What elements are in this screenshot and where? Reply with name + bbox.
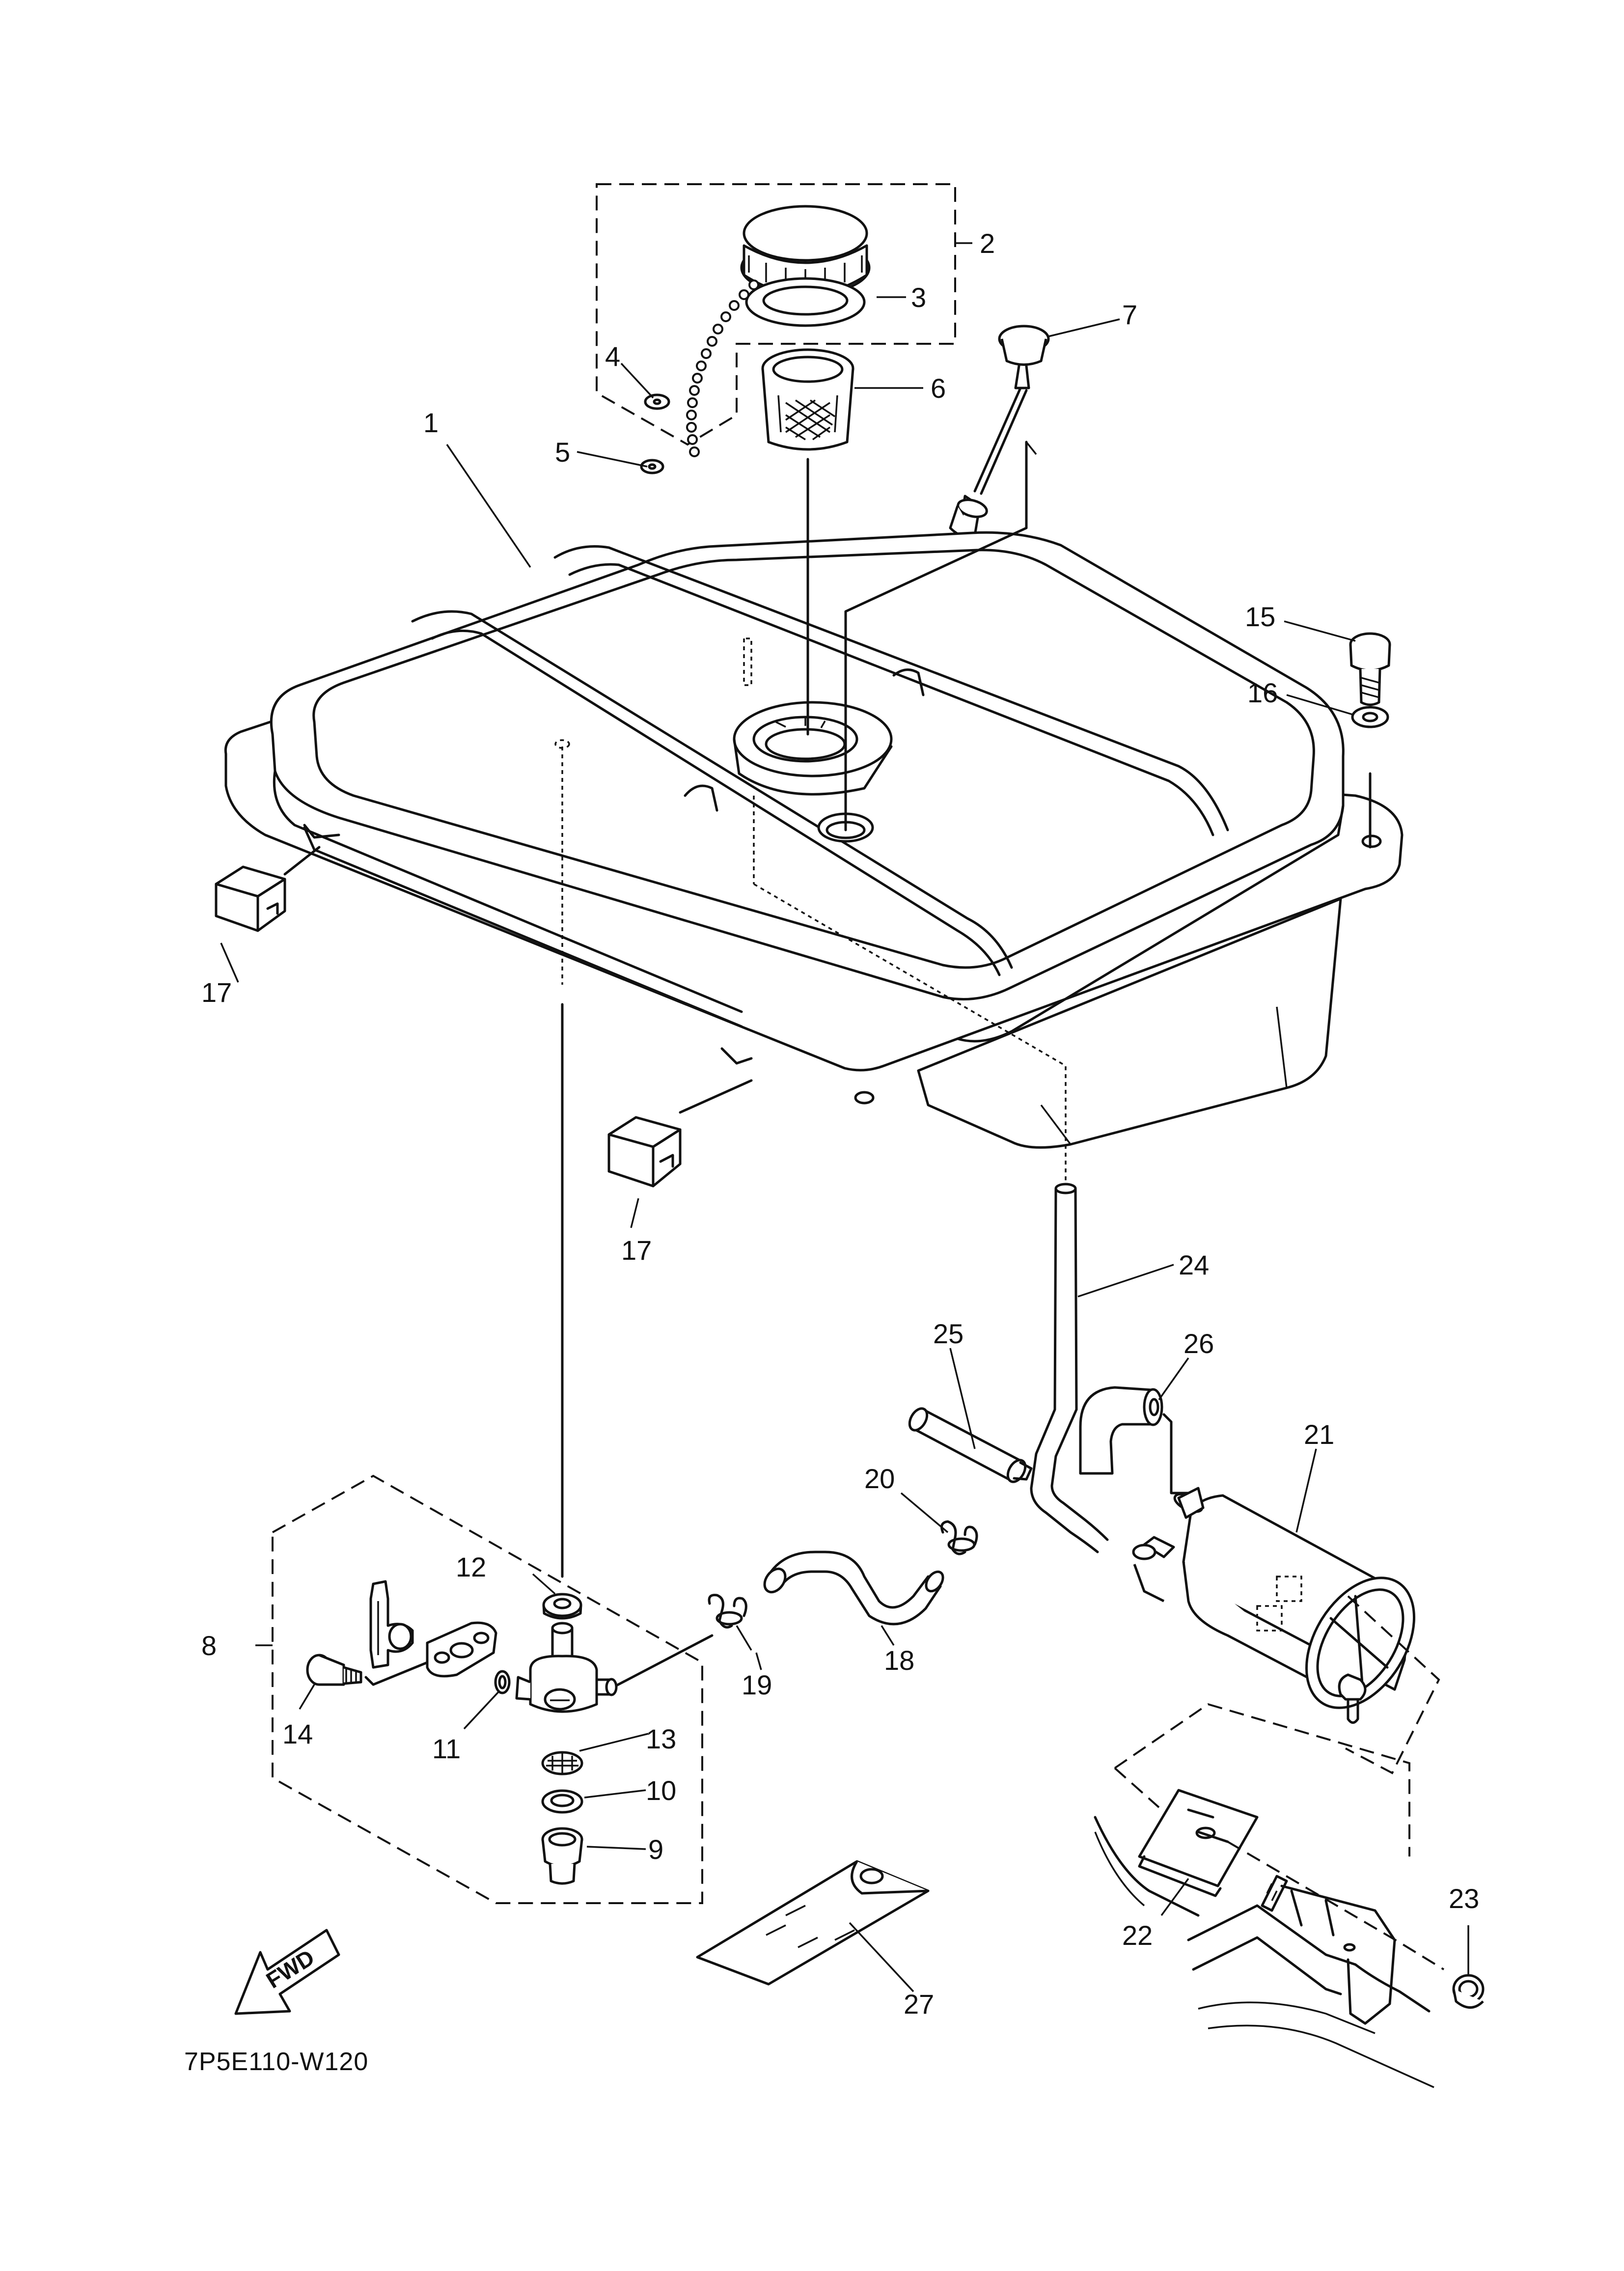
callout-8: 8: [201, 1630, 217, 1661]
callout-15: 15: [1245, 601, 1275, 632]
callout-16: 16: [1247, 677, 1278, 708]
damper-17-left-part: [215, 865, 286, 932]
callout-9: 9: [648, 1834, 663, 1865]
forward-arrow-icon: FWD: [234, 1929, 340, 2015]
callout-11: 11: [432, 1733, 461, 1764]
callout-21: 21: [1304, 1419, 1334, 1450]
callout-19: 19: [742, 1669, 772, 1700]
diagram-code: 7P5E110-W120: [184, 2048, 368, 2076]
nut-23-part: [1452, 1974, 1485, 2009]
callout-26: 26: [1184, 1328, 1214, 1359]
clip-19-part: [708, 1594, 752, 1651]
callout-leaders: [220, 296, 1469, 1993]
callout-27: 27: [904, 1989, 934, 2020]
callout-5: 5: [555, 437, 570, 468]
callout-12: 12: [456, 1551, 486, 1582]
assembly-leaders: [283, 441, 1372, 1578]
cup-9-part: [541, 1827, 583, 1885]
gasket-part: [745, 277, 866, 327]
callout-6: 6: [931, 373, 946, 404]
callout-23: 23: [1449, 1883, 1479, 1914]
callout-24: 24: [1179, 1249, 1209, 1280]
pipe-24-part: [1030, 1183, 1109, 1553]
bolt-15-part: [1349, 632, 1391, 706]
fuel-gauge-part: [949, 325, 1050, 538]
callout-17a: 17: [201, 977, 232, 1008]
fuel-cock-part: [515, 1622, 618, 1713]
callout-10: 10: [646, 1775, 676, 1806]
fuel-tank-part: [224, 531, 1404, 1149]
clip-20-part: [940, 1520, 978, 1555]
callout-numbers: 1 2 3 4 5 6 7 8 9 10 11 12 13 14 15 16 1…: [201, 228, 1479, 2020]
oring-11-part: [494, 1670, 511, 1694]
callout-17b: 17: [621, 1235, 652, 1266]
hose-18-part: [763, 1551, 944, 1626]
callout-4: 4: [605, 341, 620, 372]
screw-14-part: [306, 1654, 429, 1686]
cap-chain: [686, 279, 759, 457]
washer-16-part: [1351, 706, 1389, 728]
bag-27-part: [696, 1860, 930, 1986]
bracket-22-part: [1114, 1703, 1410, 1897]
fuel-cock-group-box: [255, 1474, 703, 1904]
callout-7: 7: [1122, 299, 1137, 330]
callout-14: 14: [282, 1718, 313, 1749]
callout-18: 18: [884, 1645, 914, 1676]
filler-cap-group-box: [596, 183, 972, 446]
gasket-12-part: [542, 1593, 582, 1620]
cock-lever-part: [369, 1580, 414, 1669]
hose-25-part: [908, 1407, 1033, 1483]
frame-structure: [1094, 1816, 1445, 2088]
washer-4-part: [644, 393, 670, 410]
callout-20: 20: [864, 1463, 895, 1494]
washer-5-part: [640, 459, 664, 474]
callout-22: 22: [1122, 1920, 1153, 1951]
hose-26-part: [1079, 1386, 1195, 1495]
strainer-part: [761, 348, 854, 451]
callout-2: 2: [980, 228, 995, 259]
gasket-plate-part: [426, 1621, 497, 1678]
canister-21-part: [1132, 1487, 1440, 1774]
oring-10-part: [541, 1789, 583, 1814]
callout-3: 3: [911, 282, 926, 313]
callout-13: 13: [646, 1723, 676, 1754]
callout-1: 1: [423, 407, 439, 438]
callout-25: 25: [933, 1318, 963, 1349]
damper-17-right-part: [607, 1116, 682, 1188]
filter-13-part: [541, 1751, 583, 1775]
